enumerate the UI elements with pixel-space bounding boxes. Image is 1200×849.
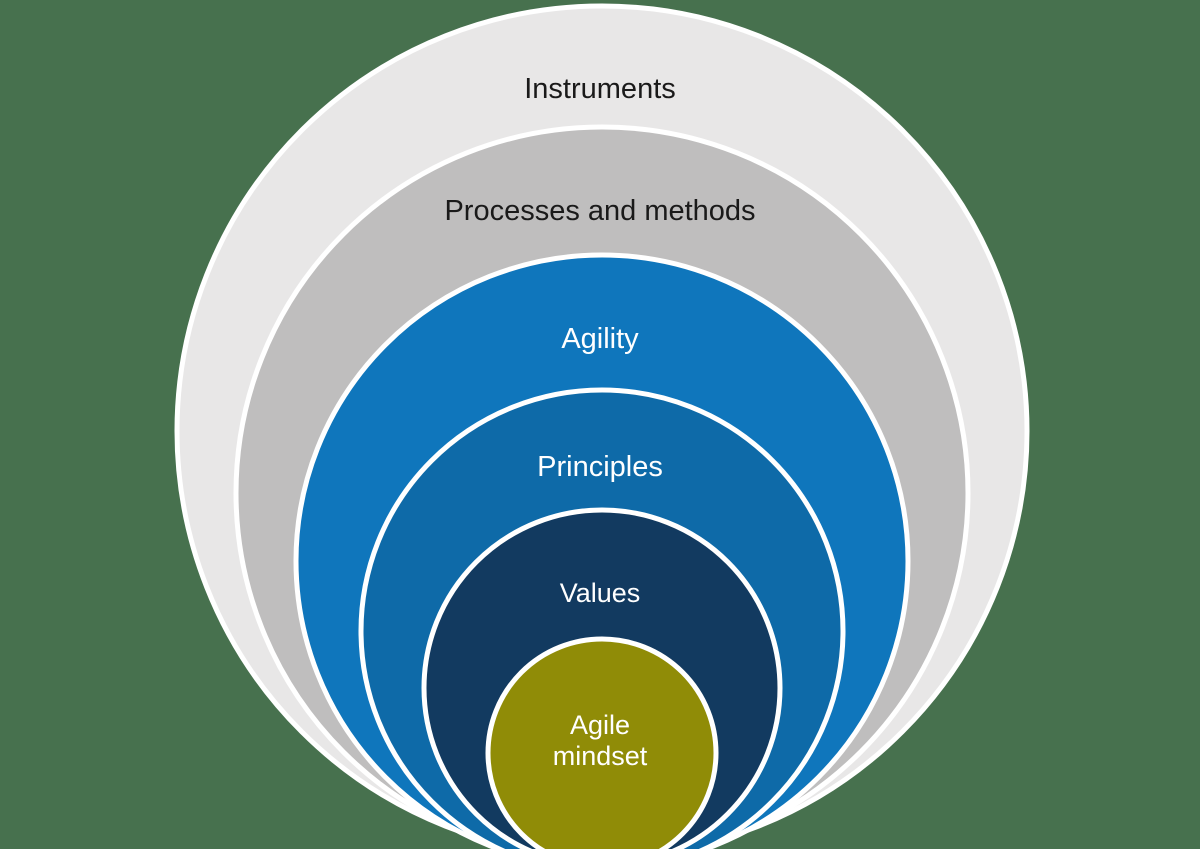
label-agile-mindset-line2: mindset — [553, 741, 648, 771]
label-agile-mindset-line1: Agile — [570, 710, 630, 740]
label-values: Values — [560, 578, 641, 608]
label-agility: Agility — [561, 323, 639, 355]
label-instruments: Instruments — [524, 73, 676, 105]
label-processes-and-methods: Processes and methods — [444, 195, 755, 227]
label-principles: Principles — [537, 451, 663, 483]
circle-agile-mindset — [485, 636, 719, 849]
